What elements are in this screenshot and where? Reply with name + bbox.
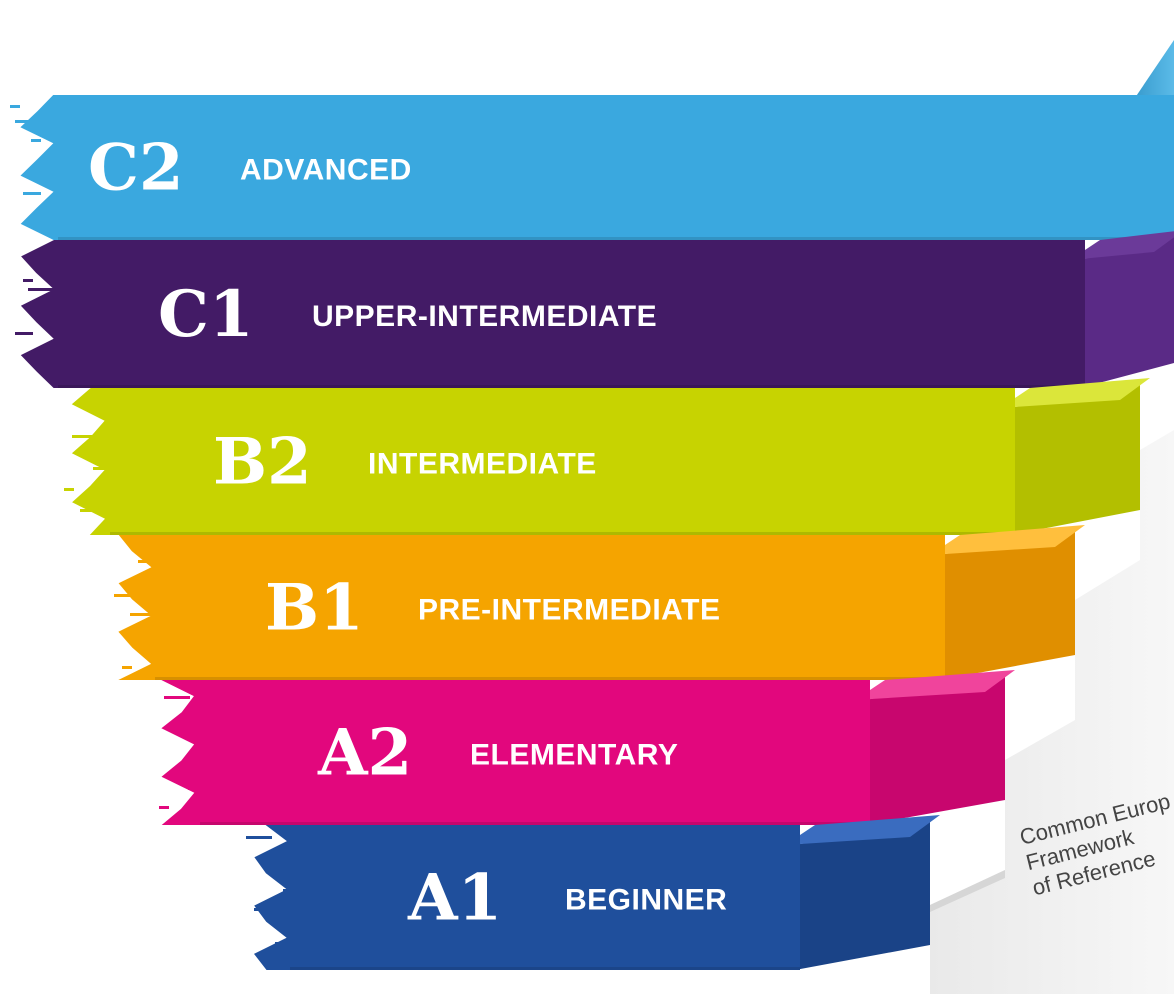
brush-speck xyxy=(188,787,214,790)
stair-wall xyxy=(930,430,1174,994)
brush-speck xyxy=(64,488,74,491)
step-block-side xyxy=(795,820,930,970)
level-name-b1: PRE-INTERMEDIATE xyxy=(418,594,720,627)
brush-speck xyxy=(196,734,214,737)
band-shadow xyxy=(155,677,945,680)
level-name-c2: ADVANCED xyxy=(240,154,412,187)
brush-speck xyxy=(52,257,78,260)
brush-speck xyxy=(72,435,98,438)
step-block-top xyxy=(855,670,1015,700)
band-shadow xyxy=(58,237,1174,240)
level-band-shape xyxy=(161,680,871,825)
step-block-top xyxy=(1000,378,1150,408)
step-block-top xyxy=(785,815,940,845)
level-name-a2: ELEMENTARY xyxy=(470,739,678,772)
brush-speck xyxy=(164,696,190,699)
level-band-shape xyxy=(118,535,946,680)
level-band-a2: A2 ELEMENTARY xyxy=(159,670,1015,825)
brush-speck xyxy=(254,908,272,911)
brush-speck xyxy=(44,310,54,313)
band-shadow xyxy=(58,385,1085,388)
level-code-c1: C1 xyxy=(158,277,253,352)
brush-speck xyxy=(172,768,190,771)
band-shadow xyxy=(200,822,870,825)
band-shadow xyxy=(290,967,800,970)
brush-speck xyxy=(283,889,293,892)
brush-speck xyxy=(130,613,156,616)
brush-speck xyxy=(180,715,190,718)
step-block-top xyxy=(930,525,1085,555)
level-code-b2: B2 xyxy=(213,425,312,500)
level-band-shape xyxy=(254,825,800,970)
brush-speck xyxy=(93,467,119,470)
brush-speck xyxy=(146,632,156,635)
level-band-shape xyxy=(20,240,1085,388)
brush-speck xyxy=(31,139,41,142)
level-bands: C2 ADVANCED C1 UPPER-INTERMEDIATE B2 INTERMED… xyxy=(10,95,1174,970)
brush-speck xyxy=(80,509,98,512)
level-band-c1: C1 UPPER-INTERMEDIATE xyxy=(15,231,1174,388)
brush-speck xyxy=(138,560,156,563)
level-band-b1: B1 PRE-INTERMEDIATE xyxy=(114,525,1085,680)
stair-wall-shadow xyxy=(930,870,1005,912)
brush-speck xyxy=(246,836,272,839)
brush-speck xyxy=(262,855,272,858)
step-block-top xyxy=(1070,231,1174,260)
level-name-b2: INTERMEDIATE xyxy=(368,448,597,481)
brush-speck xyxy=(114,594,132,597)
brush-speck xyxy=(151,647,177,650)
brush-speck xyxy=(39,211,65,214)
brush-speck xyxy=(36,363,54,366)
level-code-a2: A2 xyxy=(317,716,412,791)
level-code-a1: A1 xyxy=(407,861,502,936)
brush-speck xyxy=(275,942,293,945)
brush-speck xyxy=(47,158,65,161)
level-band-shape xyxy=(20,95,1174,240)
brush-speck xyxy=(122,666,132,669)
level-name-a1: BEGINNER xyxy=(565,884,727,917)
level-code-b1: B1 xyxy=(265,571,364,646)
brush-speck xyxy=(10,105,20,108)
brush-speck xyxy=(23,192,41,195)
brush-speck xyxy=(159,806,169,809)
brush-speck xyxy=(267,870,293,873)
brush-speck xyxy=(15,120,41,123)
step-block-side xyxy=(1010,383,1140,535)
step-block-side xyxy=(865,675,1005,825)
band-shadow xyxy=(110,532,1015,535)
level-band-c2: C2 ADVANCED xyxy=(10,95,1174,240)
level-band-a1: A1 BEGINNER xyxy=(246,815,940,970)
level-code-c2: C2 xyxy=(88,131,183,206)
brush-speck xyxy=(88,456,98,459)
step-block-side xyxy=(1080,235,1174,388)
level-band-b2: B2 INTERMEDIATE xyxy=(64,378,1150,535)
brush-speck xyxy=(15,332,33,335)
level-band-shape xyxy=(71,388,1016,535)
brush-speck xyxy=(28,288,54,291)
brush-speck xyxy=(101,414,119,417)
level-name-c1: UPPER-INTERMEDIATE xyxy=(312,300,657,333)
step-block-side xyxy=(940,530,1075,680)
brush-speck xyxy=(23,279,33,282)
